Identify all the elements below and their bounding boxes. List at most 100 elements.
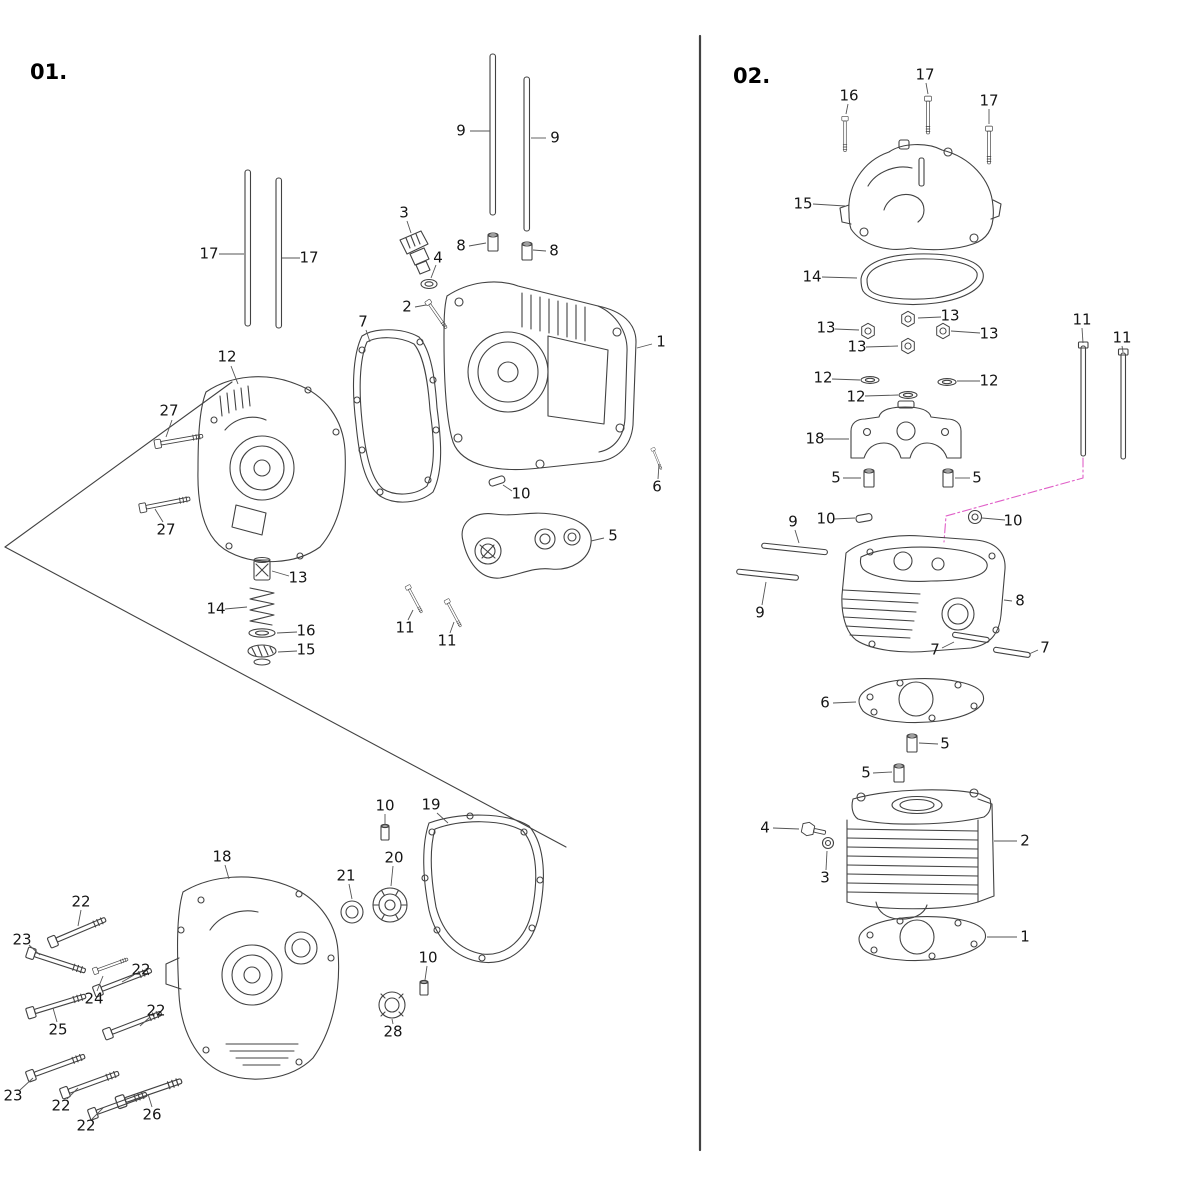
s1-part18-timing-cover [165, 876, 340, 1080]
callout-02-2-label-17: 17 [979, 91, 999, 110]
leader-02-24 [832, 701, 857, 704]
leader-01-5 [430, 264, 437, 279]
callout-02-12-label-18: 18 [805, 429, 825, 448]
s1-part15-cap [247, 644, 277, 666]
callout-01-8-label-8: 8 [549, 241, 559, 260]
s2-part14-cover-gasket [860, 253, 984, 306]
callout-01-34-label-23: 23 [3, 1086, 23, 1105]
callout-02-21-label-8: 8 [1015, 591, 1025, 610]
s1-part10-dowel-c [419, 979, 429, 996]
leader-01-24 [436, 812, 449, 824]
leader-01-28 [77, 909, 82, 927]
s2-part11-studs [1077, 341, 1129, 460]
s2-part2-cylinder [846, 788, 995, 920]
leader-02-18 [833, 517, 856, 520]
s2-part10-dowels [855, 509, 983, 525]
leader-01-11 [230, 365, 239, 385]
callout-02-4-label-14: 14 [802, 267, 822, 286]
callout-02-6-label-13: 13 [940, 306, 960, 325]
s2-alignment-line [943, 457, 1084, 543]
s1-part12-crankcase-cover [197, 376, 346, 563]
callout-01-11-label-12: 12 [217, 347, 237, 366]
callout-01-0-label-17: 17 [199, 244, 219, 263]
callout-02-17-label-9: 9 [788, 512, 798, 531]
callout-02-29-label-2: 2 [1020, 831, 1030, 850]
s2-part6-head-gasket [858, 678, 985, 724]
callout-01-24-label-19: 19 [421, 795, 441, 814]
callout-02-13-label-5: 5 [831, 468, 841, 487]
leader-01-29 [28, 944, 41, 956]
leader-01-25 [390, 865, 394, 887]
callout-02-24-label-6: 6 [820, 693, 830, 712]
s1-part1-crankcase [443, 281, 637, 471]
section-02-title: 02. [733, 64, 771, 88]
leader-02-11 [864, 394, 899, 397]
leader-02-21 [1003, 599, 1013, 602]
leader-02-1 [925, 82, 929, 95]
callout-02-23-label-7: 7 [1040, 638, 1050, 657]
callout-01-37-label-26: 26 [142, 1105, 162, 1124]
callout-01-29-label-23: 23 [12, 930, 32, 949]
leader-02-15 [1081, 327, 1084, 344]
s2-part8-cylinder-head [841, 535, 1006, 653]
leader-01-19 [276, 631, 298, 634]
callout-02-0-label-16: 16 [839, 86, 859, 105]
s1-push-rods-17 [244, 169, 283, 329]
callout-01-36-label-22: 22 [76, 1116, 96, 1135]
leader-01-8 [532, 249, 547, 252]
callout-01-9-label-1: 1 [656, 332, 666, 351]
s2-cover-bolts [841, 95, 993, 187]
callout-01-1-label-17: 17 [299, 248, 319, 267]
s1-part14-spring [249, 587, 275, 626]
leader-01-34 [19, 1077, 34, 1091]
leader-01-36 [91, 1107, 104, 1120]
leader-01-38 [424, 965, 428, 981]
leader-02-25 [918, 742, 939, 745]
leader-01-7 [468, 242, 487, 247]
callout-01-27-label-18: 18 [212, 847, 232, 866]
s1-part5-oil-pickup [461, 512, 592, 579]
callout-01-6-label-2: 2 [402, 297, 412, 316]
callout-01-16-label-5: 5 [608, 526, 618, 545]
leader-02-28 [825, 850, 828, 871]
callout-01-13-label-27: 27 [156, 520, 176, 539]
callout-01-17-label-13: 13 [288, 568, 308, 587]
callout-01-18-label-14: 14 [206, 599, 226, 618]
s1-push-rods-9 [489, 53, 531, 232]
s1-construction-lines [4, 381, 567, 848]
leader-01-9 [636, 343, 653, 349]
leader-01-33 [139, 1016, 151, 1027]
leader-01-21 [407, 609, 414, 621]
callout-02-27-label-4: 4 [760, 818, 770, 837]
callout-02-22-label-7: 7 [930, 640, 940, 659]
leader-01-32 [52, 1007, 58, 1023]
leader-01-12 [165, 419, 173, 438]
leader-02-8 [865, 345, 899, 348]
leader-01-27 [224, 864, 230, 880]
callout-02-7-label-13: 13 [979, 324, 999, 343]
leader-02-17 [794, 529, 800, 544]
leader-01-18 [224, 606, 248, 610]
s1-part3-oil-filler-cap [399, 230, 431, 275]
callout-01-7-label-8: 8 [456, 236, 466, 255]
callout-01-19-label-16: 16 [296, 621, 316, 640]
leader-02-0 [845, 103, 849, 115]
s2-part15-head-cover [839, 139, 1002, 251]
callout-02-15-label-11: 11 [1072, 310, 1092, 329]
leader-02-19 [981, 517, 1006, 521]
s1-part4-washer [420, 278, 438, 290]
s1-part19-gasket [421, 812, 544, 964]
callout-02-26-label-5: 5 [861, 763, 871, 782]
leader-01-4 [406, 220, 412, 234]
callout-01-10-label-7: 7 [358, 312, 368, 331]
callout-02-3-label-15: 15 [793, 194, 813, 213]
callout-02-11-label-12: 12 [846, 387, 866, 406]
leader-02-20 [761, 581, 767, 606]
s2-part7-dowel-pins [952, 631, 1031, 658]
callout-01-38-label-10: 10 [418, 948, 438, 967]
section-01-title: 01. [30, 60, 68, 84]
callout-01-4-label-3: 3 [399, 203, 409, 222]
s2-part3-washer [821, 836, 835, 850]
